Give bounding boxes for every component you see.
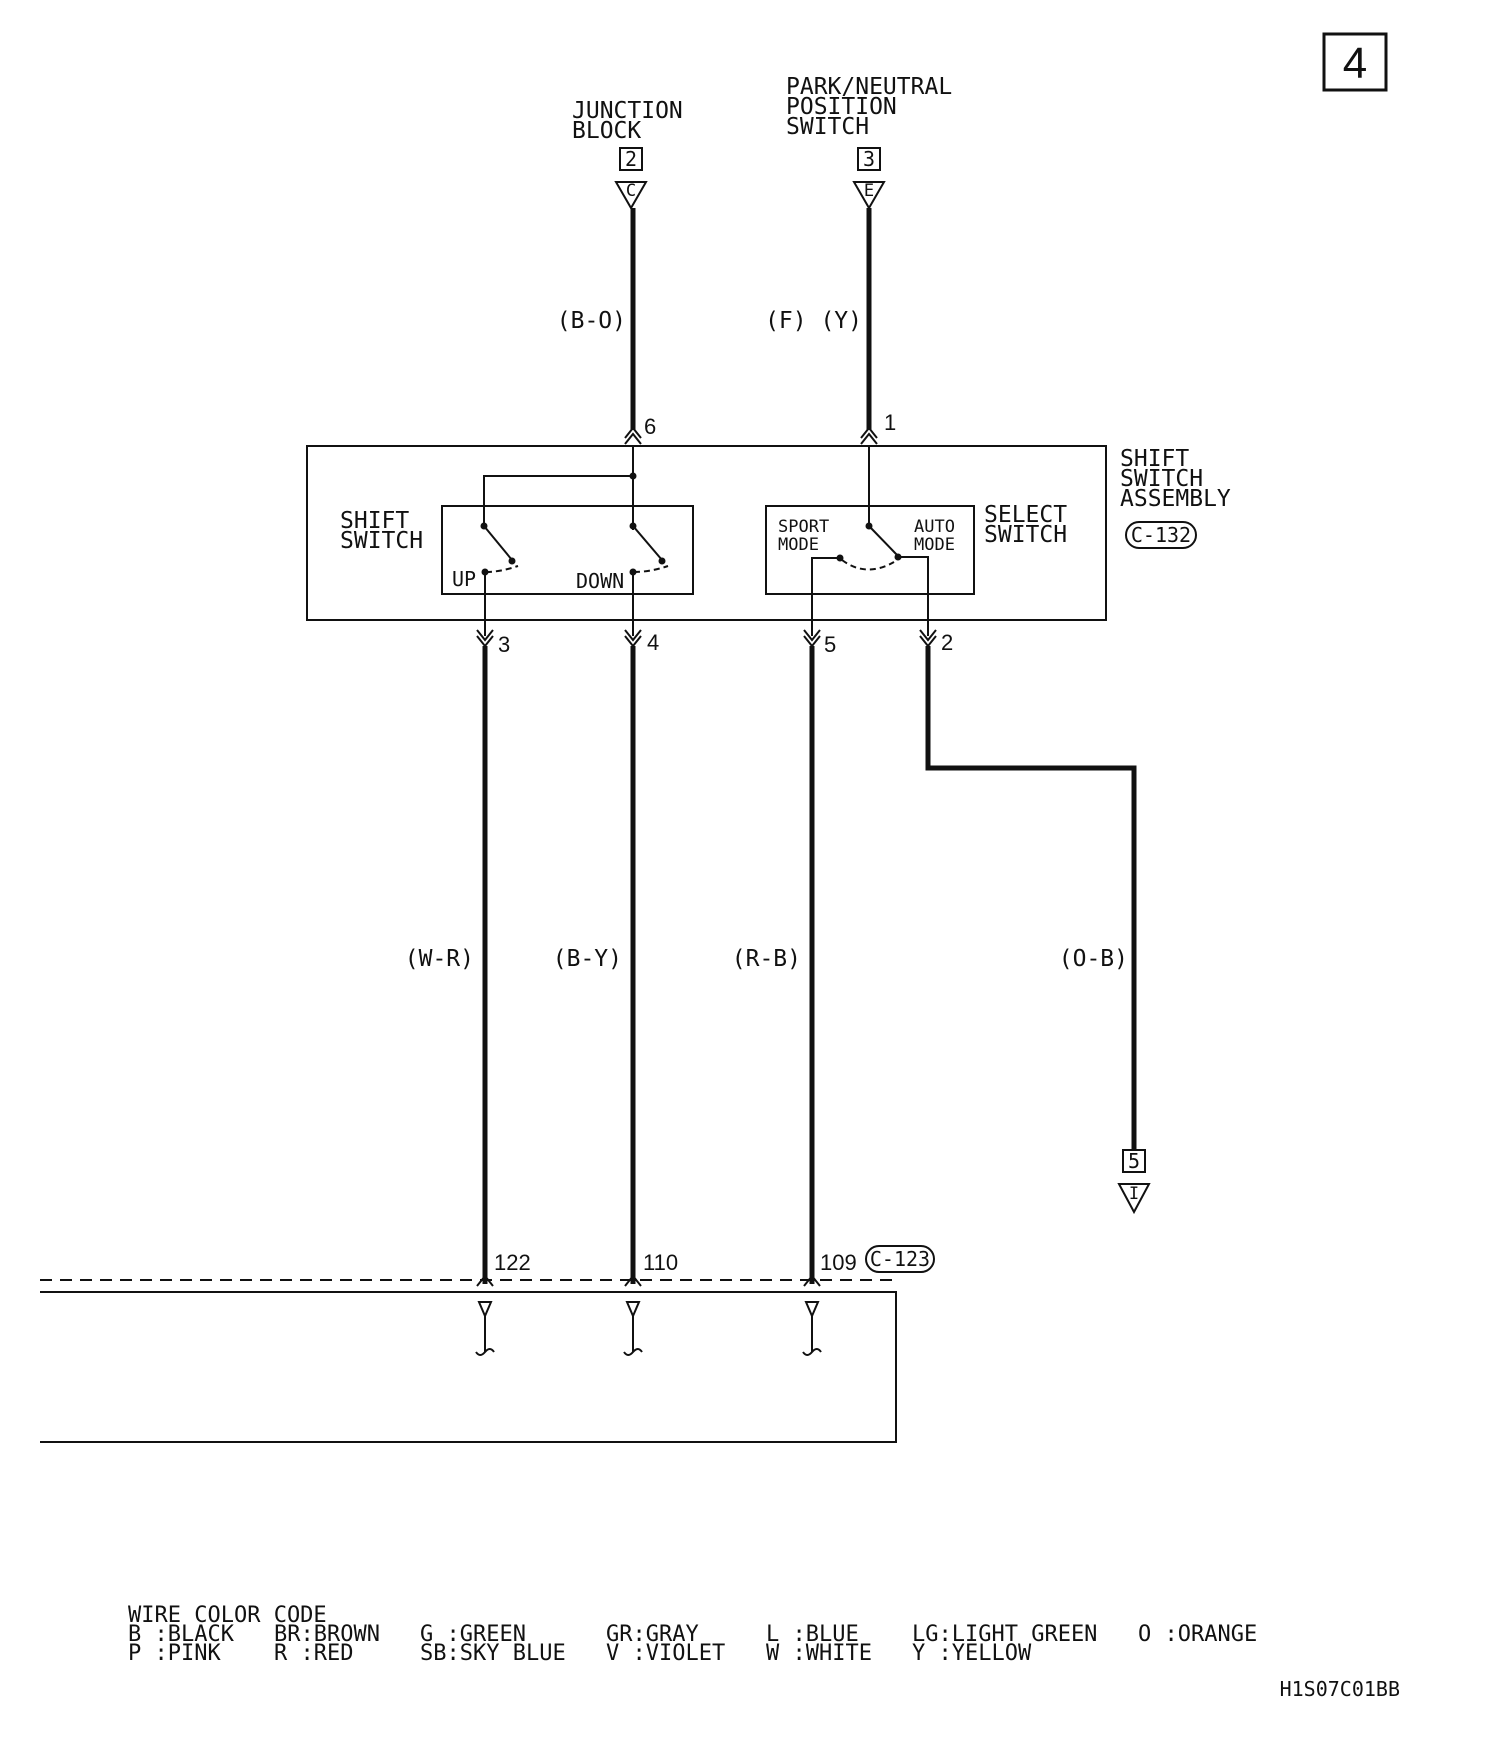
junction-block-ref: 2 <box>625 147 637 171</box>
figure-code: H1S07C01BB <box>1280 1677 1400 1701</box>
pin-110: 110 <box>643 1250 678 1275</box>
legend-br: BR:BROWN <box>274 1622 380 1647</box>
assembly-title-line3: ASSEMBLY <box>1120 486 1231 512</box>
park-neutral-pin: E <box>864 181 874 201</box>
page-number: 4 <box>1343 39 1367 88</box>
select-switch-label-line2: SWITCH <box>984 522 1067 548</box>
wire-label-f-y: (F) (Y) <box>765 308 862 334</box>
down-label: DOWN <box>576 569 624 593</box>
ecu-box <box>40 1279 897 1443</box>
page-number-box: 4 <box>1322 32 1388 92</box>
wire-o-b <box>925 646 1137 1150</box>
legend-v: V :VIOLET <box>606 1641 725 1666</box>
shift-switch-label-line2: SWITCH <box>340 528 423 554</box>
legend-lg: LG:LIGHT GREEN <box>912 1622 1097 1647</box>
pin-2: 2 <box>941 630 953 655</box>
legend-w: W :WHITE <box>766 1641 872 1666</box>
pin-4: 4 <box>647 630 659 655</box>
junction-block-label-line2: BLOCK <box>572 118 641 144</box>
junction-block-pin: C <box>626 181 636 201</box>
legend-gr: GR:GRAY <box>606 1622 699 1647</box>
pin-6: 6 <box>644 414 656 439</box>
off-page-connector-5: 5 I <box>1117 1149 1151 1215</box>
shift-switch-label-line1: SHIFT <box>340 508 409 534</box>
legend-l: L :BLUE <box>766 1622 859 1647</box>
legend-o: O :ORANGE <box>1138 1622 1257 1647</box>
park-neutral-label-line2: POSITION <box>786 94 897 120</box>
pin-3: 3 <box>498 632 510 657</box>
wire-color-legend: WIRE COLOR CODE B :BLACK BR:BROWN G :GRE… <box>128 1603 1257 1666</box>
park-neutral-label-line3: SWITCH <box>786 114 869 140</box>
legend-g: G :GREEN <box>420 1622 526 1647</box>
ecu-connector-id: C-123 <box>870 1247 930 1271</box>
legend-p: P :PINK <box>128 1641 221 1666</box>
sport-mode-label-line2: MODE <box>778 535 819 555</box>
park-neutral-switch-connector: PARK/NEUTRAL POSITION SWITCH 3 E <box>786 74 952 211</box>
pin-122: 122 <box>494 1250 531 1275</box>
junction-block-connector: JUNCTION BLOCK 2 C <box>572 98 683 211</box>
park-neutral-ref: 3 <box>863 147 875 171</box>
wire-label-w-r: (W-R) <box>405 946 474 972</box>
assembly-connector-id: C-132 <box>1131 523 1191 547</box>
pin-1: 1 <box>884 410 896 435</box>
legend-title: WIRE COLOR CODE <box>128 1603 327 1628</box>
wire-label-b-o: (B-O) <box>557 308 626 334</box>
junction-block-label-line1: JUNCTION <box>572 98 683 124</box>
legend-y: Y :YELLOW <box>912 1641 1032 1666</box>
sport-mode-label-line1: SPORT <box>778 517 829 537</box>
wire-label-o-b: (O-B) <box>1059 946 1128 972</box>
shift-switch-assembly: SHIFT SWITCH ASSEMBLY C-132 <box>306 445 1231 621</box>
legend-b: B :BLACK <box>128 1622 235 1647</box>
pin-5: 5 <box>824 632 836 657</box>
wire-label-b-y: (B-Y) <box>553 946 622 972</box>
pin-109: 109 <box>820 1250 857 1275</box>
park-neutral-label-line1: PARK/NEUTRAL <box>786 74 952 100</box>
wire-label-r-b: (R-B) <box>732 946 801 972</box>
assembly-title-line2: SWITCH <box>1120 466 1203 492</box>
off-page-ref: 5 <box>1128 1149 1140 1173</box>
up-label: UP <box>452 567 476 591</box>
auto-mode-label-line1: AUTO <box>914 517 955 537</box>
legend-sb: SB:SKY BLUE <box>420 1641 566 1666</box>
select-switch: SELECT SWITCH SPORT MODE AUTO MODE <box>765 446 1067 636</box>
legend-r: R :RED <box>274 1641 353 1666</box>
assembly-title-line1: SHIFT <box>1120 446 1189 472</box>
shift-switch: SHIFT SWITCH UP DOWN <box>340 505 694 595</box>
off-page-pin: I <box>1129 1184 1139 1204</box>
select-switch-label-line1: SELECT <box>984 502 1067 528</box>
auto-mode-label-line2: MODE <box>914 535 955 555</box>
